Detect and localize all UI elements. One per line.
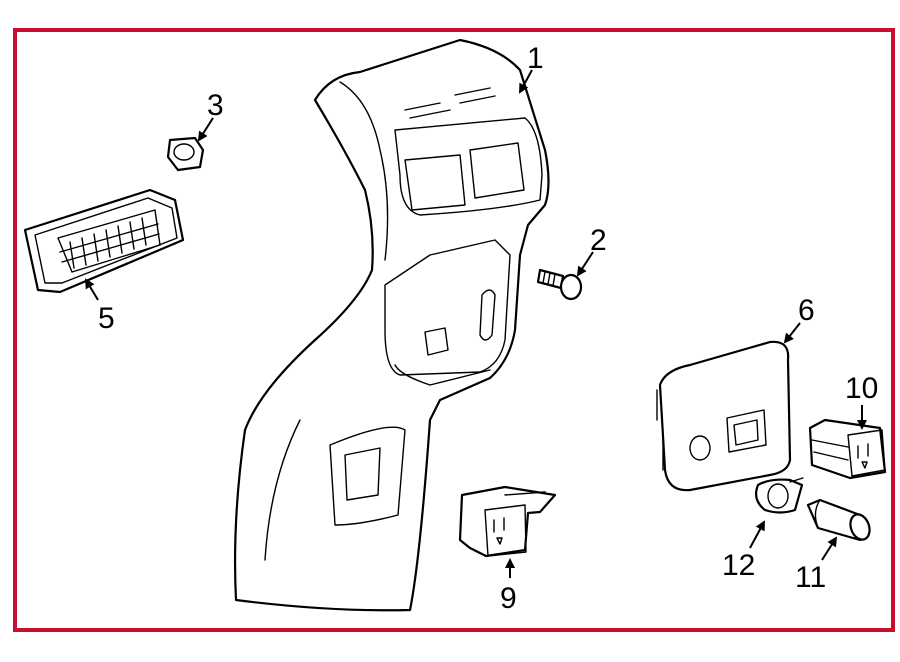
callout-3: 3 — [207, 89, 224, 122]
leader-11 — [821, 536, 838, 561]
bezel-panel-drawing — [656, 340, 792, 492]
callout-11: 11 — [795, 561, 826, 594]
callout-2: 2 — [590, 224, 607, 257]
callout-12: 12 — [722, 549, 755, 582]
console-rear-panel-drawing — [233, 38, 550, 612]
air-vent-drawing — [23, 188, 185, 294]
leader-5 — [84, 278, 99, 301]
leader-2 — [576, 251, 594, 277]
leader-6 — [783, 322, 801, 344]
callout-6: 6 — [798, 294, 815, 327]
callout-9: 9 — [500, 582, 517, 615]
leader-3 — [197, 117, 214, 142]
callout-10: 10 — [845, 372, 878, 405]
callout-5: 5 — [98, 302, 115, 335]
screw-drawing — [536, 268, 583, 301]
diagram-border — [13, 28, 895, 632]
power-outlet-10-drawing — [808, 418, 887, 480]
cylinder-plug-drawing — [806, 498, 871, 542]
push-nut-drawing — [166, 136, 205, 172]
callout-1: 1 — [527, 42, 544, 75]
retainer-clip-drawing — [755, 477, 804, 514]
leader-12 — [749, 520, 765, 549]
power-outlet-9-drawing — [458, 485, 557, 558]
leader-1 — [519, 69, 533, 94]
